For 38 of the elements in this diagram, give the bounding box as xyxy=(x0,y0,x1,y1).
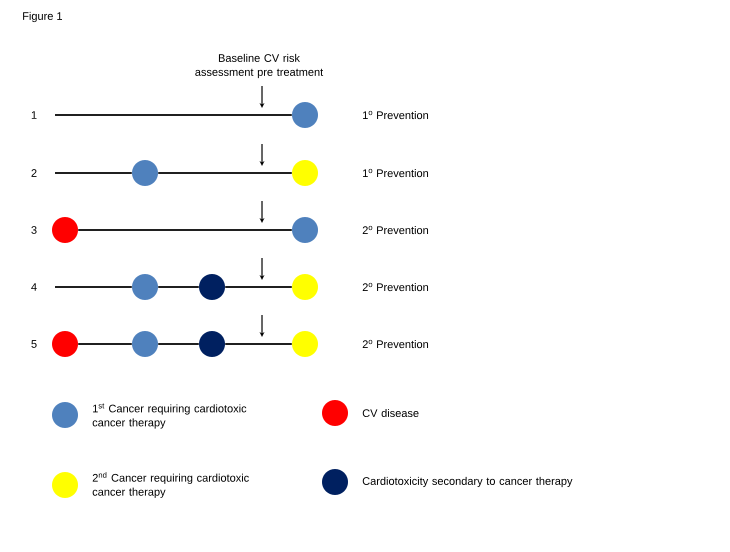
event-dot xyxy=(292,274,318,300)
event-dot xyxy=(132,160,158,186)
timeline-line xyxy=(158,286,199,288)
event-dot xyxy=(132,331,158,357)
prevention-label: 1$^{o}$ Prevention xyxy=(363,168,428,178)
prevention-label: 2$^{o}$ Prevention xyxy=(362,282,428,292)
timeline-line xyxy=(55,286,132,288)
prevention-label: 1$^{o}$ Prevention xyxy=(363,110,428,120)
timeline-line xyxy=(225,343,292,345)
figure-title: Figure 1 xyxy=(23,12,62,22)
timeline-line xyxy=(55,114,292,116)
timeline-line xyxy=(158,343,199,345)
event-dot xyxy=(292,217,318,243)
event-dot xyxy=(199,274,225,300)
timeline-line xyxy=(55,172,132,174)
event-dot xyxy=(292,160,318,186)
timeline-line xyxy=(78,229,292,231)
legend-text: 2$^{nd}$ Cancer requiring cardiotoxic cancer therapy xyxy=(92,472,249,498)
event-dot xyxy=(132,274,158,300)
timeline-line xyxy=(78,343,132,345)
timeline-line xyxy=(225,286,292,288)
row-number: 5 xyxy=(31,340,37,348)
annotation-text: Baseline CV risk assessment pre treatment xyxy=(195,54,324,78)
row-number: 3 xyxy=(31,226,37,234)
event-dot xyxy=(292,102,318,128)
prevention-label: 2$^{o}$ Prevention xyxy=(362,340,428,348)
event-dot xyxy=(199,331,225,357)
event-dot xyxy=(52,331,78,357)
legend-text: CV disease xyxy=(362,408,419,418)
row-number: 1 xyxy=(32,111,37,119)
row-number: 4 xyxy=(31,283,37,291)
timeline-line xyxy=(158,172,292,174)
event-dot xyxy=(292,331,318,357)
prevention-label: 2$^{o}$ Prevention xyxy=(362,226,428,234)
legend-text: 1$^{st}$ Cancer requiring cardiotoxic cancer therapy xyxy=(92,403,246,429)
legend-text: Cardiotoxicity secondary to cancer therapy xyxy=(362,476,572,488)
event-dot xyxy=(52,217,78,243)
row-number: 2 xyxy=(32,169,36,177)
